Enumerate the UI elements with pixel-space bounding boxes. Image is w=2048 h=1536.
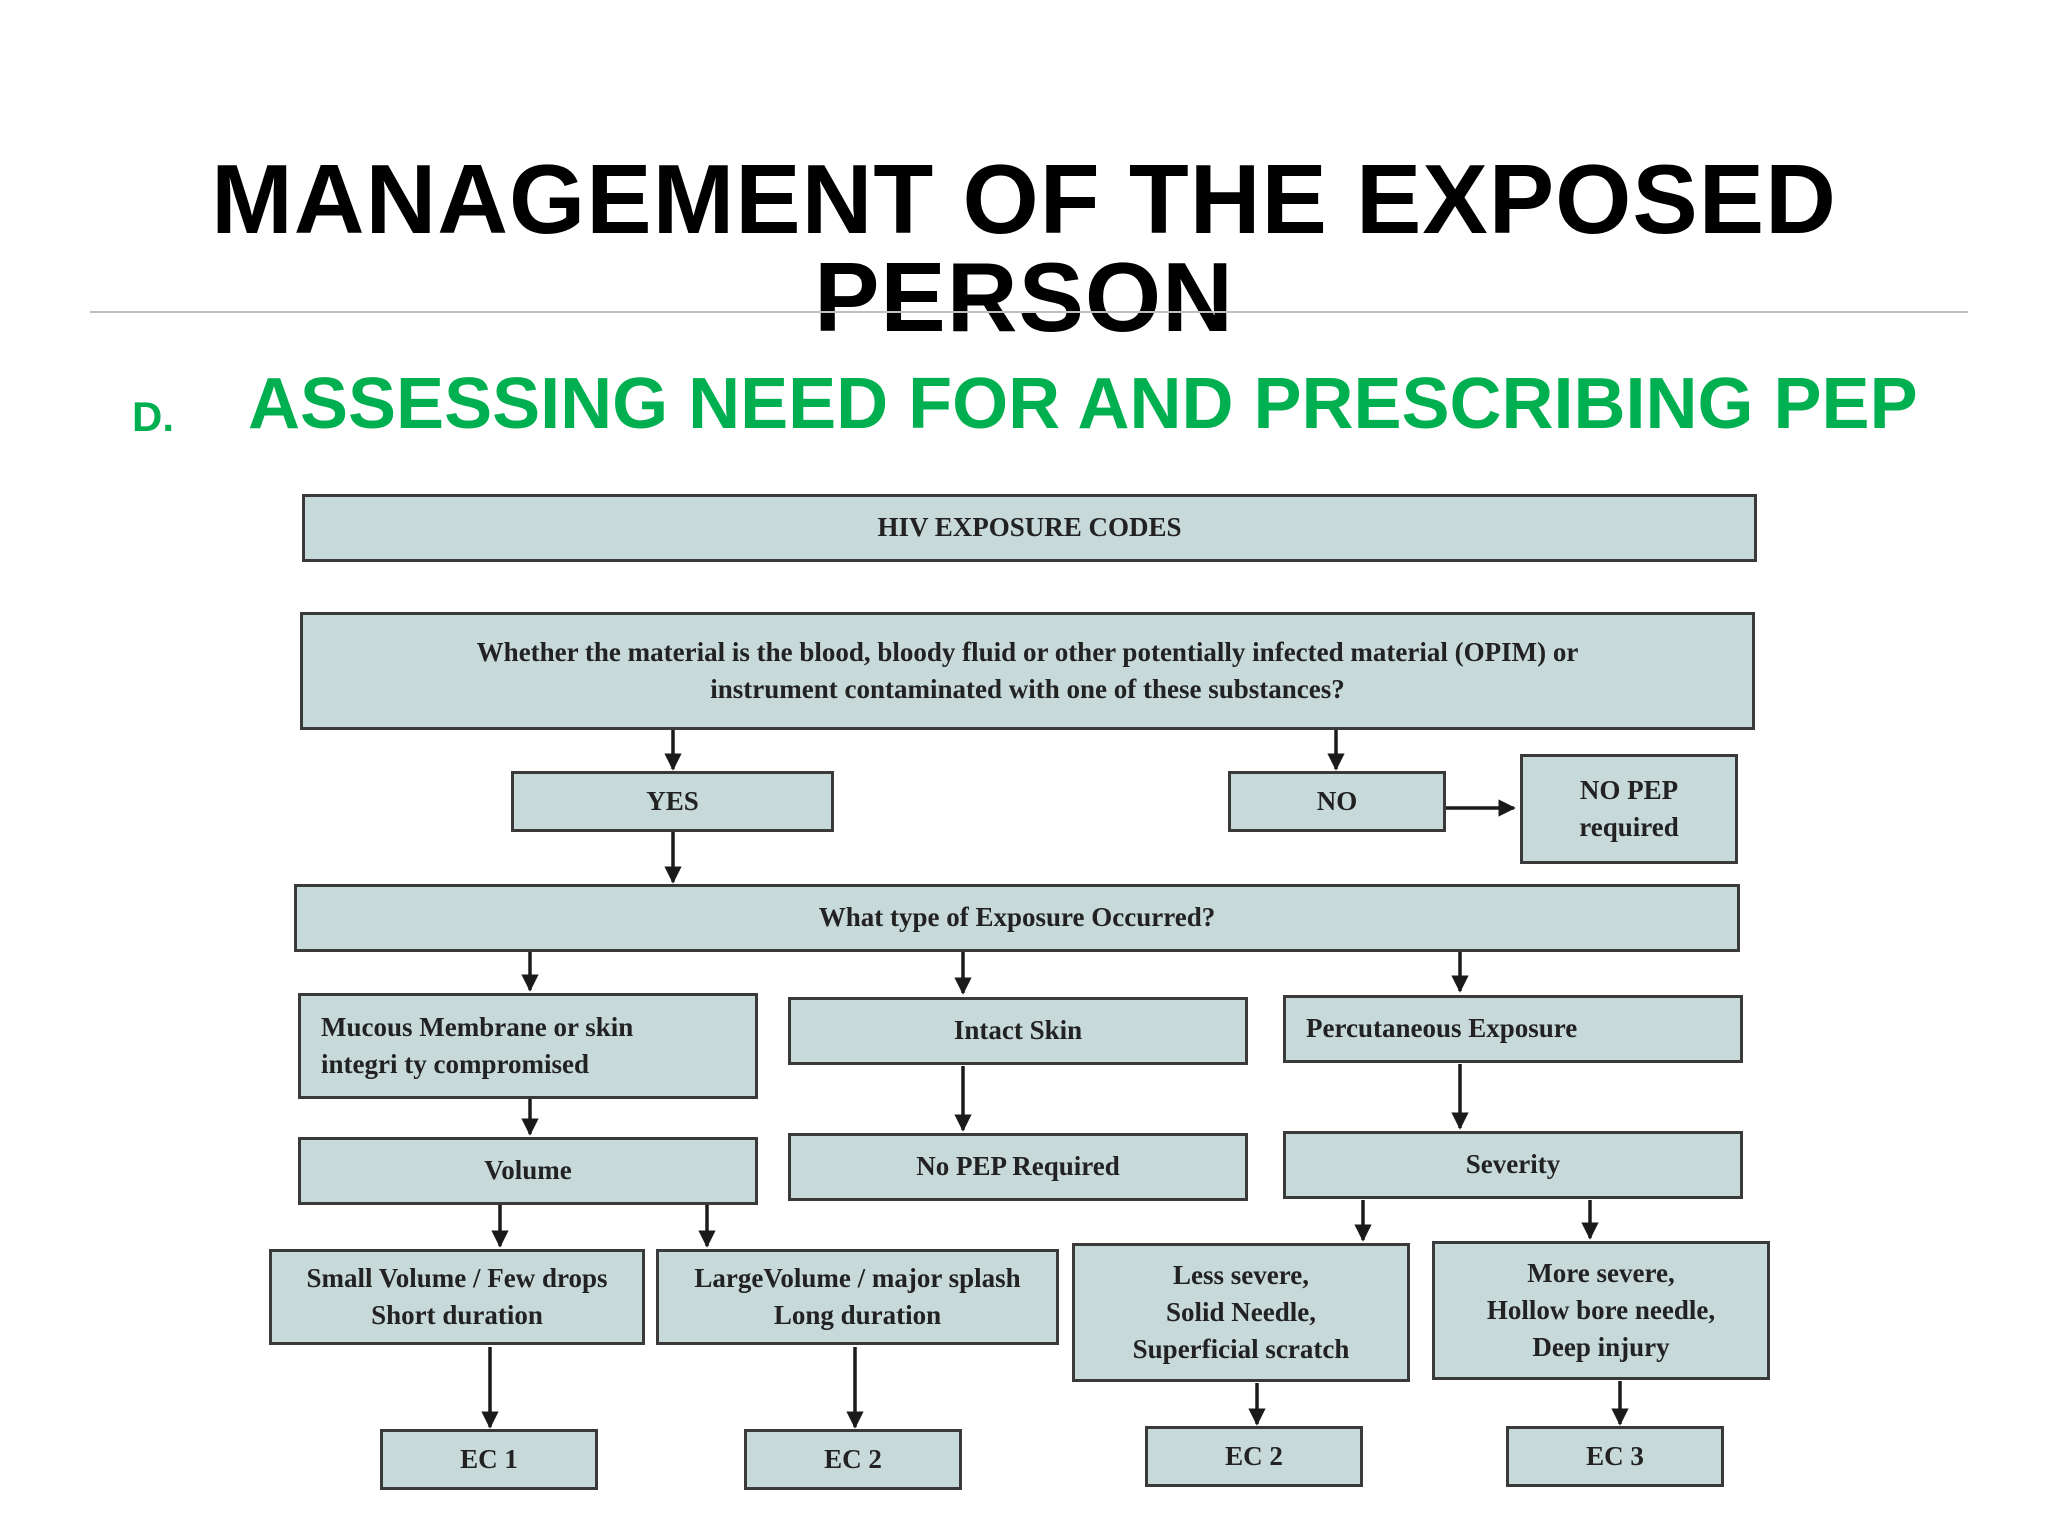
mucous-membrane-box: Mucous Membrane or skin integri ty compr… (298, 993, 758, 1099)
exposure-type-box: What type of Exposure Occurred? (294, 884, 1740, 952)
more-severe-box: More severe, Hollow bore needle, Deep in… (1432, 1241, 1770, 1380)
volume-label: Volume (484, 1155, 572, 1186)
percutaneous-box: Percutaneous Exposure (1283, 995, 1743, 1063)
small-volume-box: Small Volume / Few drops Short duration (269, 1249, 645, 1345)
ec2-severity-label: EC 2 (1225, 1440, 1283, 1471)
intact-skin-box: Intact Skin (788, 997, 1248, 1065)
no-pep-line-2: required (1579, 812, 1679, 842)
more-severe-line-3: Deep injury (1532, 1332, 1670, 1363)
less-severe-box: Less severe, Solid Needle, Superficial s… (1072, 1243, 1410, 1382)
severity-label: Severity (1465, 1149, 1561, 1180)
no-pep-box: NO PEP required (1520, 754, 1738, 864)
material-question-box: Whether the material is the blood, blood… (300, 612, 1755, 730)
exposure-type-label: What type of Exposure Occurred? (818, 902, 1216, 933)
header-label: HIV EXPOSURE CODES (877, 512, 1182, 543)
intact-skin-label: Intact Skin (953, 1015, 1083, 1046)
less-severe-line-1: Less severe, (1173, 1259, 1309, 1290)
no-pep-required-label: No PEP Required (916, 1151, 1120, 1182)
small-volume-line-1: Small Volume / Few drops (306, 1262, 608, 1293)
no-pep-line-1: NO PEP (1579, 774, 1679, 805)
large-volume-box: LargeVolume / major splash Long duration (656, 1249, 1059, 1345)
less-severe-line-2: Solid Needle, (1165, 1296, 1316, 1327)
no-box: NO (1228, 771, 1446, 832)
more-severe-line-2: Hollow bore needle, (1486, 1294, 1716, 1325)
mucous-line-1: Mucous Membrane or skin (321, 1011, 634, 1042)
volume-box: Volume (298, 1137, 758, 1205)
ec3-label: EC 3 (1586, 1440, 1644, 1471)
more-severe-line-1: More severe, (1527, 1257, 1675, 1288)
ec1-label: EC 1 (460, 1443, 518, 1474)
mucous-line-2: integri ty compromised (321, 1049, 589, 1079)
question-line-2: instrument contaminated with one of thes… (710, 674, 1345, 704)
slide-title: MANAGEMENT OF THE EXPOSED PERSON (211, 144, 1837, 352)
ec2-volume-box: EC 2 (744, 1429, 962, 1490)
severity-box: Severity (1283, 1131, 1743, 1199)
yes-label: YES (646, 785, 699, 816)
subtitle-letter: D. (132, 393, 174, 440)
no-label: NO (1316, 785, 1358, 816)
small-volume-line-2: Short duration (371, 1300, 543, 1330)
percutaneous-label: Percutaneous Exposure (1306, 1013, 1578, 1044)
title-divider (90, 311, 1968, 313)
hiv-exposure-codes-header: HIV EXPOSURE CODES (302, 494, 1757, 562)
less-severe-line-3: Superficial scratch (1132, 1334, 1350, 1365)
ec2-severity-box: EC 2 (1145, 1426, 1363, 1487)
large-volume-line-2: Long duration (773, 1300, 942, 1330)
ec1-box: EC 1 (380, 1429, 598, 1490)
question-line-1: Whether the material is the blood, blood… (476, 636, 1579, 667)
ec2-volume-label: EC 2 (824, 1443, 882, 1474)
ec3-box: EC 3 (1506, 1426, 1724, 1487)
subtitle: ASSESSING NEED FOR AND PRESCRIBING PEP (248, 364, 1918, 444)
no-pep-required-box: No PEP Required (788, 1133, 1248, 1201)
large-volume-line-1: LargeVolume / major splash (694, 1262, 1021, 1293)
yes-box: YES (511, 771, 834, 832)
